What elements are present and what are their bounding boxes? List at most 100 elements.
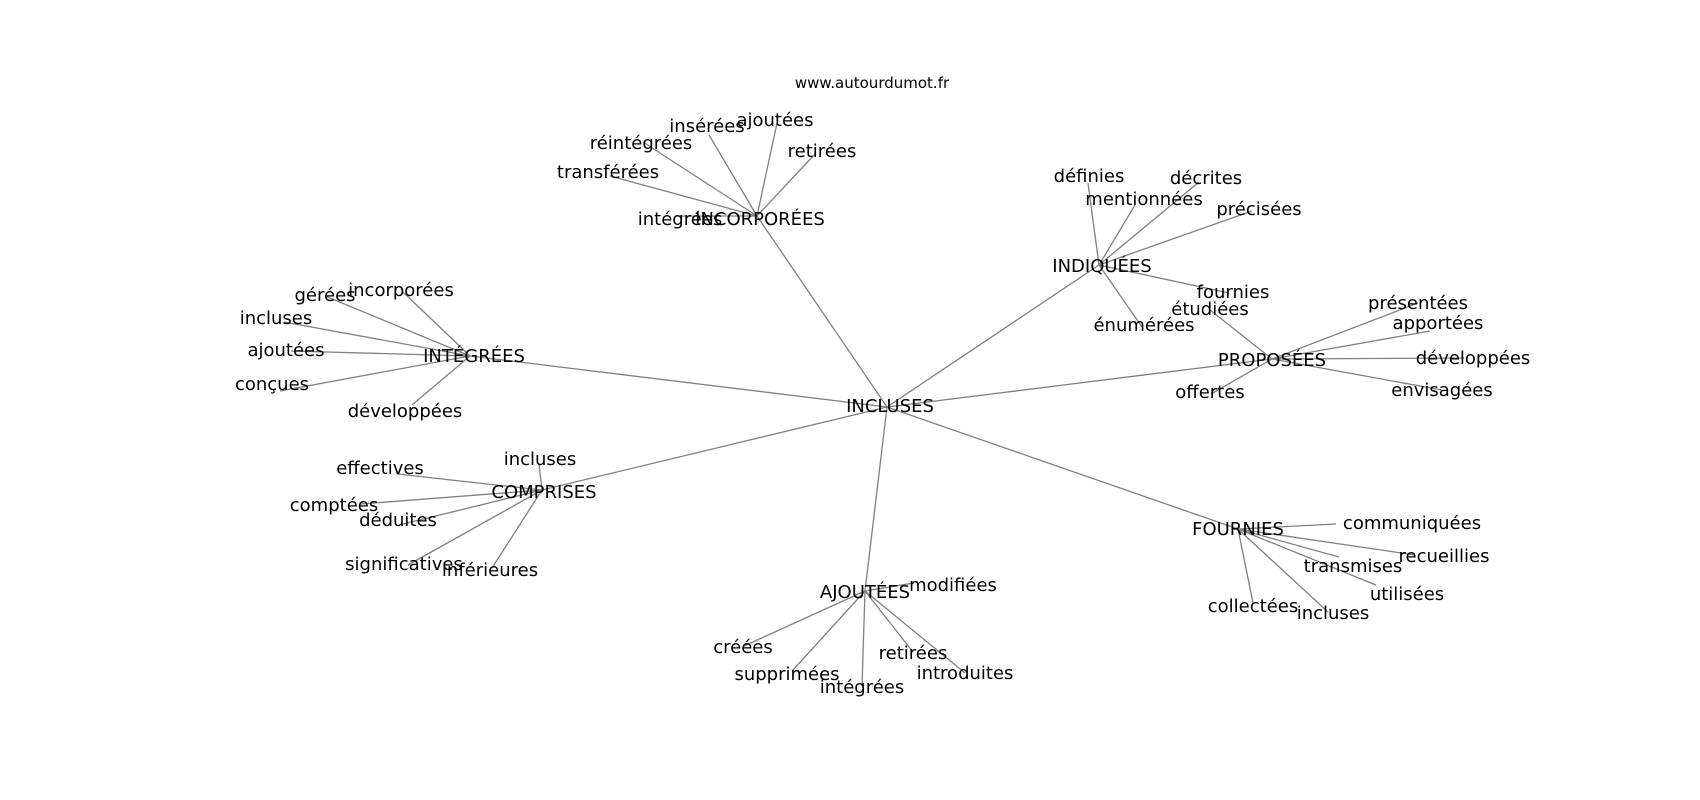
leaf-word-label[interactable]: mentionnées: [1085, 189, 1202, 210]
leaf-word-label[interactable]: ajoutées: [247, 340, 324, 361]
leaf-word-label[interactable]: utilisées: [1370, 584, 1444, 605]
edge-cluster-3-leaf-5: [1210, 358, 1273, 395]
edge-cluster-5-leaf-1: [1237, 528, 1416, 556]
leaf-word-label[interactable]: insérées: [669, 116, 744, 137]
edge-cluster-5-leaf-4: [1237, 528, 1329, 613]
leaf-word-label[interactable]: développées: [348, 401, 463, 422]
edge-cluster-6-leaf-5: [864, 590, 966, 674]
edge-cluster-4-leaf-2: [360, 489, 543, 505]
edge-cluster-6-leaf-2: [791, 590, 866, 672]
edge-cluster-1-leaf-2: [1098, 181, 1200, 266]
edge-cluster-2-leaf-4: [279, 355, 471, 392]
labels-layer: intégréestransféréesréintégréesinséréesa…: [235, 110, 1530, 698]
leaf-word-label[interactable]: transférées: [557, 162, 659, 183]
leaf-word-label[interactable]: présentées: [1368, 293, 1468, 314]
leaf-word-label[interactable]: supprimées: [734, 664, 839, 685]
cluster-hub-label[interactable]: COMPRISES: [491, 482, 596, 503]
leaf-word-label[interactable]: significatives: [345, 554, 463, 575]
edge-cluster-2-leaf-1: [402, 291, 471, 357]
watermark: www.autourdumot.fr: [795, 74, 950, 92]
edge-cluster-0-leaf-2: [642, 141, 758, 217]
cluster-hub-label[interactable]: INTÉGRÉES: [423, 345, 525, 367]
leaf-word-label[interactable]: transmises: [1304, 556, 1403, 577]
leaf-word-label[interactable]: offertes: [1175, 382, 1244, 403]
leaf-word-label[interactable]: modifiées: [909, 575, 997, 596]
edge-cluster-2-leaf-3: [290, 350, 471, 357]
edge-cluster-3-leaf-4: [1271, 358, 1443, 391]
cluster-hub-label[interactable]: INCORPORÉES: [695, 208, 825, 230]
edge-cluster-1-leaf-4: [1098, 264, 1230, 294]
cluster-hub-label[interactable]: PROPOSÉES: [1218, 349, 1326, 371]
leaf-word-label[interactable]: envisagées: [1391, 380, 1493, 401]
leaf-word-label[interactable]: retirées: [788, 141, 857, 162]
leaf-word-label[interactable]: intégrées: [820, 677, 905, 698]
edge-center-to-2: [469, 355, 888, 408]
leaf-word-label[interactable]: inférieures: [442, 560, 538, 581]
leaf-word-label[interactable]: gérées: [294, 285, 355, 306]
edge-cluster-4-leaf-0: [538, 463, 543, 491]
leaf-word-label[interactable]: ajoutées: [736, 110, 813, 131]
leaf-word-label[interactable]: fournies: [1197, 282, 1270, 303]
edge-cluster-1-leaf-1: [1098, 204, 1136, 266]
edge-cluster-6-leaf-3: [861, 590, 866, 687]
edge-cluster-5-leaf-5: [1237, 528, 1254, 604]
leaf-word-label[interactable]: apportées: [1393, 313, 1484, 334]
leaf-word-label[interactable]: effectives: [336, 458, 424, 479]
leaf-word-label[interactable]: incluses: [1297, 603, 1370, 624]
cluster-hub-label[interactable]: FOURNIES: [1192, 519, 1284, 540]
edge-center-to-3: [886, 358, 1273, 408]
edge-center-to-5: [886, 406, 1239, 530]
edge-cluster-1-leaf-5: [1098, 264, 1143, 328]
leaf-word-label[interactable]: décrites: [1170, 168, 1242, 189]
leaf-word-label[interactable]: énumérées: [1093, 315, 1194, 336]
edge-cluster-6-leaf-1: [743, 590, 866, 647]
edge-cluster-0-leaf-5: [756, 153, 816, 217]
leaf-word-label[interactable]: étudiées: [1171, 299, 1249, 320]
leaf-word-label[interactable]: créées: [713, 637, 773, 658]
leaf-word-label[interactable]: intégrées: [638, 209, 723, 230]
center-word-label[interactable]: INCLUSES: [846, 396, 934, 417]
leaf-word-label[interactable]: réintégrées: [590, 133, 693, 154]
leaf-word-label[interactable]: introduites: [917, 663, 1014, 684]
cluster-hub-label[interactable]: AJOUTÉES: [820, 581, 910, 603]
leaf-word-label[interactable]: recueillies: [1399, 546, 1490, 567]
edge-cluster-5-leaf-0: [1237, 523, 1337, 530]
leaf-word-label[interactable]: retirées: [879, 643, 948, 664]
leaf-word-label[interactable]: incluses: [240, 308, 313, 329]
edge-cluster-0-leaf-3: [708, 134, 758, 217]
edge-cluster-1-leaf-0: [1087, 182, 1100, 266]
edge-cluster-6-leaf-4: [864, 590, 914, 653]
edge-cluster-2-leaf-2: [283, 321, 471, 357]
edge-cluster-3-leaf-3: [1271, 357, 1465, 360]
edge-cluster-4-leaf-5: [491, 489, 543, 569]
edge-cluster-2-leaf-0: [324, 295, 471, 357]
leaf-word-label[interactable]: définies: [1054, 166, 1125, 187]
edge-cluster-3-leaf-0: [1209, 309, 1273, 360]
edge-cluster-0-leaf-1: [609, 175, 758, 217]
leaf-word-label[interactable]: incluses: [504, 449, 577, 470]
leaf-word-label[interactable]: comptées: [290, 495, 378, 516]
edge-cluster-0-leaf-4: [756, 122, 778, 217]
leaf-word-label[interactable]: conçues: [235, 374, 309, 395]
edge-center-to-4: [541, 406, 888, 491]
cluster-hub-label[interactable]: INDIQUÉES: [1052, 255, 1151, 277]
leaf-word-label[interactable]: incorporées: [348, 280, 454, 301]
edge-center-to-0: [756, 215, 888, 408]
edge-cluster-4-leaf-3: [402, 489, 543, 525]
edge-center-to-6: [864, 406, 888, 592]
edge-cluster-2-leaf-5: [411, 355, 471, 406]
edge-cluster-4-leaf-1: [396, 473, 543, 491]
edges-layer: [279, 122, 1465, 687]
edge-cluster-3-leaf-2: [1271, 330, 1431, 360]
leaf-word-label[interactable]: précisées: [1216, 199, 1301, 220]
leaf-word-label[interactable]: développées: [1416, 348, 1531, 369]
leaf-word-label[interactable]: déduites: [359, 510, 437, 531]
edge-cluster-5-leaf-3: [1237, 528, 1377, 586]
edge-cluster-5-leaf-2: [1237, 528, 1340, 558]
leaf-word-label[interactable]: communiquées: [1343, 513, 1481, 534]
leaf-word-label[interactable]: collectées: [1208, 596, 1298, 617]
edge-cluster-3-leaf-1: [1271, 302, 1419, 360]
edge-cluster-1-leaf-3: [1098, 210, 1253, 266]
edge-cluster-6-leaf-0: [864, 582, 915, 592]
